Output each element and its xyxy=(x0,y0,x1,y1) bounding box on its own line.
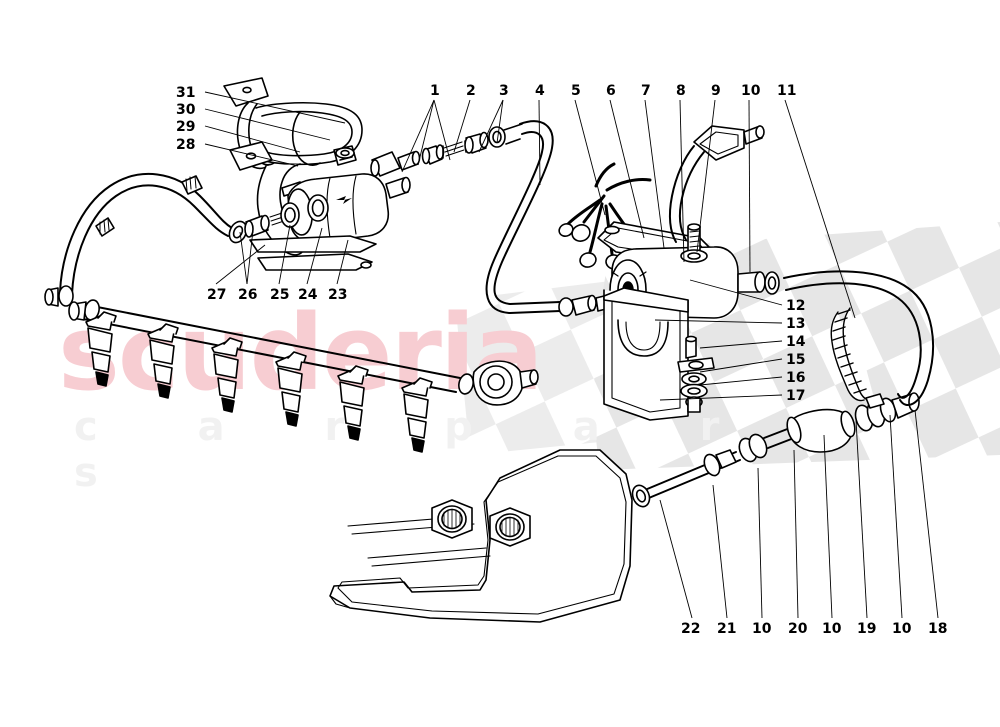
callout-label-5: 5 xyxy=(571,83,581,99)
leader-line-28 xyxy=(204,143,299,167)
callout-label-10a: 10 xyxy=(752,621,772,637)
callout-label-13: 13 xyxy=(786,316,806,332)
leader-line-2 xyxy=(453,99,471,153)
leader-line-4 xyxy=(538,99,541,186)
leader-line-11 xyxy=(784,99,856,319)
leader-line-21 xyxy=(712,484,728,619)
callout-label-14: 14 xyxy=(786,334,806,350)
callout-label-23: 23 xyxy=(328,287,348,303)
callout-label-28: 28 xyxy=(176,137,196,153)
callout-label-8: 8 xyxy=(676,83,686,99)
callout-label-27: 27 xyxy=(207,287,227,303)
callout-label-19: 19 xyxy=(857,621,877,637)
leader-line-3b xyxy=(496,99,504,144)
callout-label-9: 9 xyxy=(711,83,721,99)
callout-label-29: 29 xyxy=(176,119,196,135)
leader-line-19 xyxy=(855,419,868,619)
leader-line-1b xyxy=(417,99,435,166)
callout-label-12: 12 xyxy=(786,298,806,314)
leader-line-26b xyxy=(246,229,254,285)
callout-label-1: 1 xyxy=(430,83,440,99)
callout-label-17: 17 xyxy=(786,388,806,404)
leader-line-20 xyxy=(793,449,799,619)
leader-line-30 xyxy=(204,108,331,141)
leader-line-10c xyxy=(889,414,903,619)
callout-label-16: 16 xyxy=(786,370,806,386)
leader-line-24 xyxy=(306,227,323,285)
leader-line-6 xyxy=(609,99,645,239)
leader-line-9 xyxy=(696,99,716,253)
leader-line-22 xyxy=(659,499,693,619)
callout-label-18: 18 xyxy=(928,621,948,637)
callout-label-10b: 10 xyxy=(822,621,842,637)
leader-line-10b xyxy=(823,434,833,619)
callout-label-20: 20 xyxy=(788,621,808,637)
callout-label-10c: 10 xyxy=(892,621,912,637)
leader-line-5 xyxy=(574,99,606,216)
callout-label-15: 15 xyxy=(786,352,806,368)
callout-label-24: 24 xyxy=(298,287,318,303)
callout-label-2: 2 xyxy=(466,83,476,99)
callout-label-7: 7 xyxy=(641,83,651,99)
leader-line-14 xyxy=(699,340,783,349)
callout-label-3: 3 xyxy=(499,83,509,99)
callout-label-30: 30 xyxy=(176,102,196,118)
leader-line-1 xyxy=(401,99,435,173)
leader-line-23 xyxy=(336,239,349,285)
leader-line-26 xyxy=(239,231,248,285)
leader-line-7 xyxy=(644,99,665,249)
leader-line-10a xyxy=(757,467,763,619)
callout-label-31: 31 xyxy=(176,85,196,101)
leader-line-29 xyxy=(204,125,301,153)
callout-label-22: 22 xyxy=(681,621,701,637)
leader-line-18 xyxy=(914,409,939,619)
callout-label-25: 25 xyxy=(270,287,290,303)
callout-label-21: 21 xyxy=(717,621,737,637)
callout-label-26: 26 xyxy=(238,287,258,303)
callout-label-4: 4 xyxy=(535,83,545,99)
callout-label-6: 6 xyxy=(606,83,616,99)
callout-label-10: 10 xyxy=(741,83,761,99)
leader-line-31 xyxy=(204,91,346,124)
leader-line-25 xyxy=(278,224,291,285)
leader-line-3 xyxy=(478,99,504,153)
leader-line-1c xyxy=(433,99,451,161)
leader-line-10 xyxy=(748,99,751,273)
callout-label-11: 11 xyxy=(777,83,797,99)
leader-line-27 xyxy=(215,244,266,285)
leader-line-16 xyxy=(699,376,783,386)
